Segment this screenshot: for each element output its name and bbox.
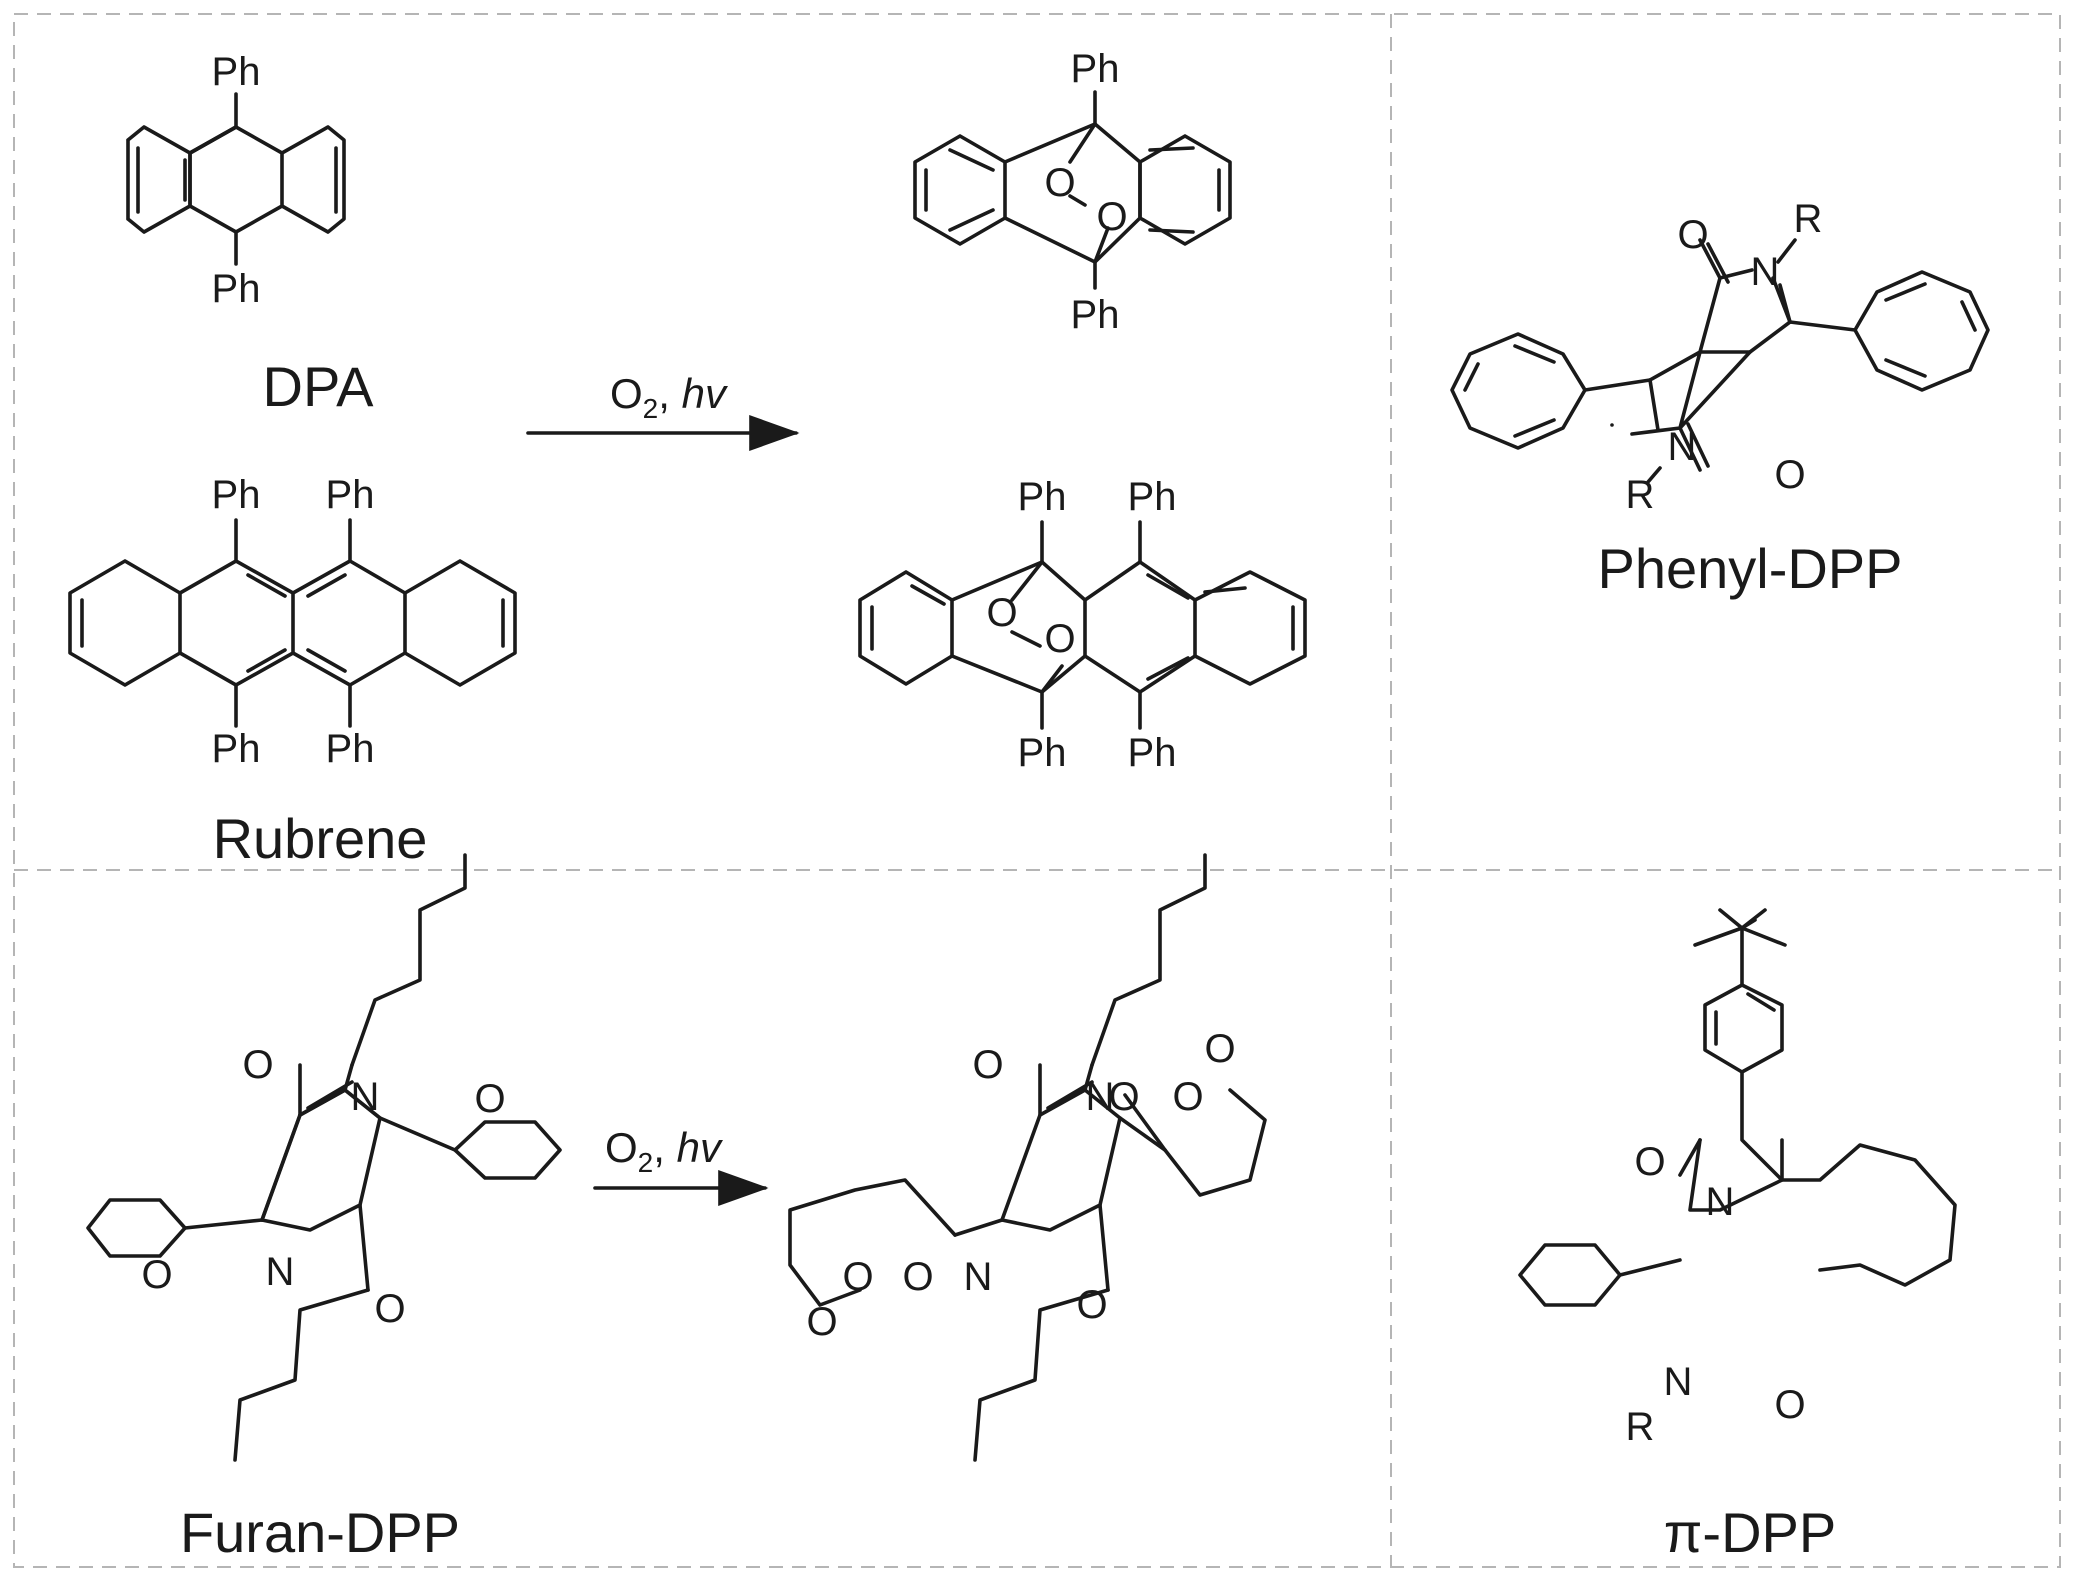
dpa-name-label: DPA bbox=[263, 355, 375, 418]
oxygen-label: O bbox=[1172, 1075, 1203, 1119]
oxygen-label: O bbox=[1677, 213, 1708, 257]
oxygen-label: O bbox=[986, 591, 1017, 635]
oxygen-label: O bbox=[141, 1253, 172, 1297]
pi-dpp-molecule: O N N O R bbox=[1518, 908, 1957, 1449]
nitrogen-label: N bbox=[351, 1075, 380, 1119]
ph-label: Ph bbox=[1071, 293, 1120, 337]
oxygen-label: O bbox=[902, 1255, 933, 1299]
subscript-two: 2 bbox=[643, 393, 659, 424]
oxygen-label: O bbox=[1076, 1283, 1107, 1327]
oxygen-label: O bbox=[972, 1043, 1003, 1087]
reaction-arrow-bottom: O2, hv bbox=[593, 1124, 769, 1206]
oxygen-label: O bbox=[1044, 161, 1075, 205]
nitrogen-label: N bbox=[266, 1250, 295, 1294]
nitrogen-label: N bbox=[1751, 250, 1780, 294]
ph-label: Ph bbox=[1071, 47, 1120, 91]
nitrogen-label: N bbox=[1664, 1360, 1693, 1404]
nitrogen-label: N bbox=[1706, 1180, 1735, 1224]
oxygen-label: O bbox=[1774, 453, 1805, 497]
nitrogen-label: N bbox=[1668, 425, 1697, 469]
subscript-two: 2 bbox=[638, 1147, 654, 1178]
ph-label: Ph bbox=[212, 267, 261, 311]
oxygen-label: O bbox=[806, 1300, 837, 1344]
ph-label: Ph bbox=[1128, 731, 1177, 775]
nitrogen-label: N bbox=[1086, 1075, 1115, 1119]
light-label: hv bbox=[677, 1124, 724, 1171]
dpa-endoperoxide-molecule: O O Ph Ph bbox=[913, 47, 1232, 337]
svg-text:O2, hv: O2, hv bbox=[610, 370, 729, 424]
rubrene-name-label: Rubrene bbox=[213, 807, 428, 870]
furan-dpp-molecule: O N O O N O bbox=[86, 853, 562, 1462]
reaction-arrow-top: O2, hv bbox=[526, 370, 800, 451]
panel-dividers bbox=[13, 13, 2061, 1568]
oxygen-label: O bbox=[1108, 1075, 1139, 1119]
oxygen-label: O bbox=[1634, 1140, 1665, 1184]
oxygen-label: O bbox=[1204, 1027, 1235, 1071]
ph-label: Ph bbox=[1128, 475, 1177, 519]
furan-dpp-endoperoxide-molecule: O N O O O N O O O O bbox=[788, 853, 1267, 1462]
r-group-label: R bbox=[1794, 197, 1823, 241]
oxygen-label: O bbox=[1044, 617, 1075, 661]
light-label: hv bbox=[682, 370, 729, 417]
ph-label: Ph bbox=[1018, 731, 1067, 775]
oxygen-label: O bbox=[374, 1287, 405, 1331]
ph-label: Ph bbox=[326, 473, 375, 517]
condition-separator: , bbox=[653, 1124, 676, 1171]
oxygen-label: O bbox=[242, 1043, 273, 1087]
dpa-molecule: Ph Ph bbox=[126, 50, 346, 311]
oxygen-label: O bbox=[1774, 1383, 1805, 1427]
oxygen-label: O bbox=[605, 1124, 638, 1171]
ph-label: Ph bbox=[1018, 475, 1067, 519]
phenyl-dpp-name-label: Phenyl-DPP bbox=[1597, 537, 1902, 600]
rubrene-endoperoxide-molecule: O O Ph Ph Ph Ph bbox=[858, 475, 1307, 775]
ph-label: Ph bbox=[212, 473, 261, 517]
ph-label: Ph bbox=[212, 727, 261, 771]
rubrene-molecule: Ph Ph Ph Ph bbox=[68, 473, 517, 771]
furan-dpp-name-label: Furan-DPP bbox=[180, 1501, 460, 1564]
pi-dpp-name-label: π-DPP bbox=[1664, 1501, 1836, 1564]
svg-text:O2, hv: O2, hv bbox=[605, 1124, 724, 1178]
oxygen-label: O bbox=[842, 1255, 873, 1299]
oxygen-label: O bbox=[474, 1077, 505, 1121]
phenyl-dpp-molecule: N O R N O R bbox=[1450, 197, 1990, 517]
nitrogen-label: N bbox=[964, 1255, 993, 1299]
ph-label: Ph bbox=[326, 727, 375, 771]
r-group-label: R bbox=[1626, 1405, 1655, 1449]
condition-separator: , bbox=[658, 370, 681, 417]
oxygen-label: O bbox=[1096, 195, 1127, 239]
oxygen-label: O bbox=[610, 370, 643, 417]
ph-label: Ph bbox=[212, 50, 261, 94]
